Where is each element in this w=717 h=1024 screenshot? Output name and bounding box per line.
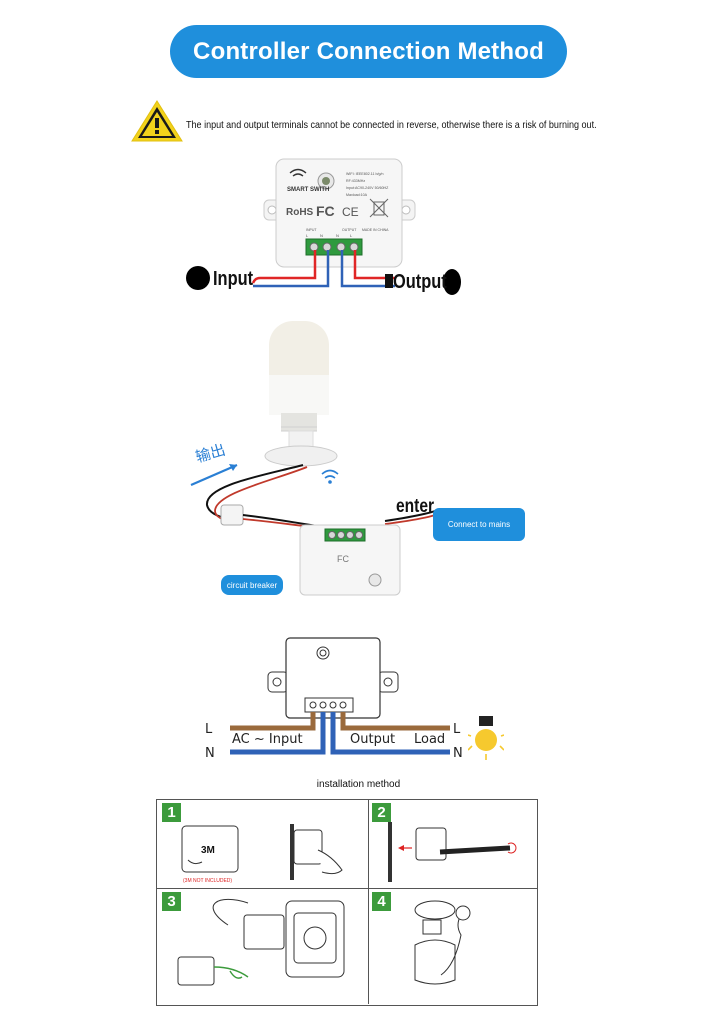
diagram-right-l: L xyxy=(453,722,461,737)
diagram-right-n: N xyxy=(453,746,463,761)
step-2-illustration xyxy=(388,822,517,882)
grid-divider xyxy=(368,799,369,1004)
step-number: 1 xyxy=(162,803,181,822)
load-label: Load xyxy=(414,732,446,747)
terminal-output-label: OUTPUT xyxy=(342,228,357,232)
circuit-breaker-badge: circuit breaker xyxy=(221,575,283,595)
weee-bin-icon xyxy=(369,198,389,218)
diagram-left-l: L xyxy=(205,722,213,737)
step-number: 4 xyxy=(372,892,391,911)
brand-text: SMART SWITH xyxy=(287,187,329,193)
rohs-mark: RoHS xyxy=(286,207,314,218)
pin-label: N xyxy=(320,233,323,238)
wiring-diagram xyxy=(230,637,450,755)
made-in-text: MADE IN CHINA xyxy=(362,228,389,232)
step-number: 3 xyxy=(162,892,181,911)
installation-caption: installation method xyxy=(316,779,401,790)
fc-mark: FC xyxy=(316,203,335,219)
connect-to-mains-badge: Connect to mains xyxy=(433,508,525,541)
pin-label: N xyxy=(336,233,339,238)
output-label: Output xyxy=(393,271,447,293)
spec-line: Maxload:10A xyxy=(346,193,368,197)
spec-line: Input:AC90-240V 50/60HZ xyxy=(346,186,389,190)
smart-switch-module: SMART SWITH WIFI: IEEE802.11 b/g/n RF:43… xyxy=(263,158,416,268)
page-title: Controller Connection Method xyxy=(170,25,567,78)
spec-line: WIFI: IEEE802.11 b/g/n xyxy=(346,172,384,176)
terminal-input-label: INPUT xyxy=(306,228,317,232)
grid-divider xyxy=(156,888,537,889)
step-3-illustration xyxy=(177,899,345,986)
step-number: 2 xyxy=(372,803,391,822)
wifi-icon xyxy=(321,469,339,484)
input-label: Input xyxy=(213,268,254,290)
3m-label: 3M xyxy=(201,845,215,856)
pin-label: L xyxy=(306,233,309,238)
diagram-left-n: N xyxy=(205,746,215,761)
step-4-illustration xyxy=(414,900,471,985)
diagram-output-label: Output xyxy=(350,732,396,747)
spec-line: RF:433MHz xyxy=(346,179,365,183)
pin-label: L xyxy=(350,233,353,238)
ce-mark: CE xyxy=(342,205,359,219)
svg-text:FC: FC xyxy=(337,554,349,564)
ac-input-label: AC ~ Input xyxy=(232,732,303,747)
warning-text: The input and output terminals cannot be… xyxy=(186,119,597,131)
enter-label: enter xyxy=(396,496,435,517)
smart-switch-module-installed: FC xyxy=(299,524,401,596)
3m-note: (3M NOT INCLUDED) xyxy=(183,878,233,884)
terminal-block xyxy=(305,238,363,256)
warning-triangle-icon xyxy=(131,100,183,142)
installation-photo: FC xyxy=(190,321,436,596)
input-output-wires xyxy=(186,250,461,295)
led-bulb xyxy=(269,321,329,432)
lamp-holder xyxy=(264,430,338,467)
step-1-illustration xyxy=(181,824,343,880)
installation-steps-grid xyxy=(156,799,538,1006)
lightbulb-icon xyxy=(468,716,504,760)
